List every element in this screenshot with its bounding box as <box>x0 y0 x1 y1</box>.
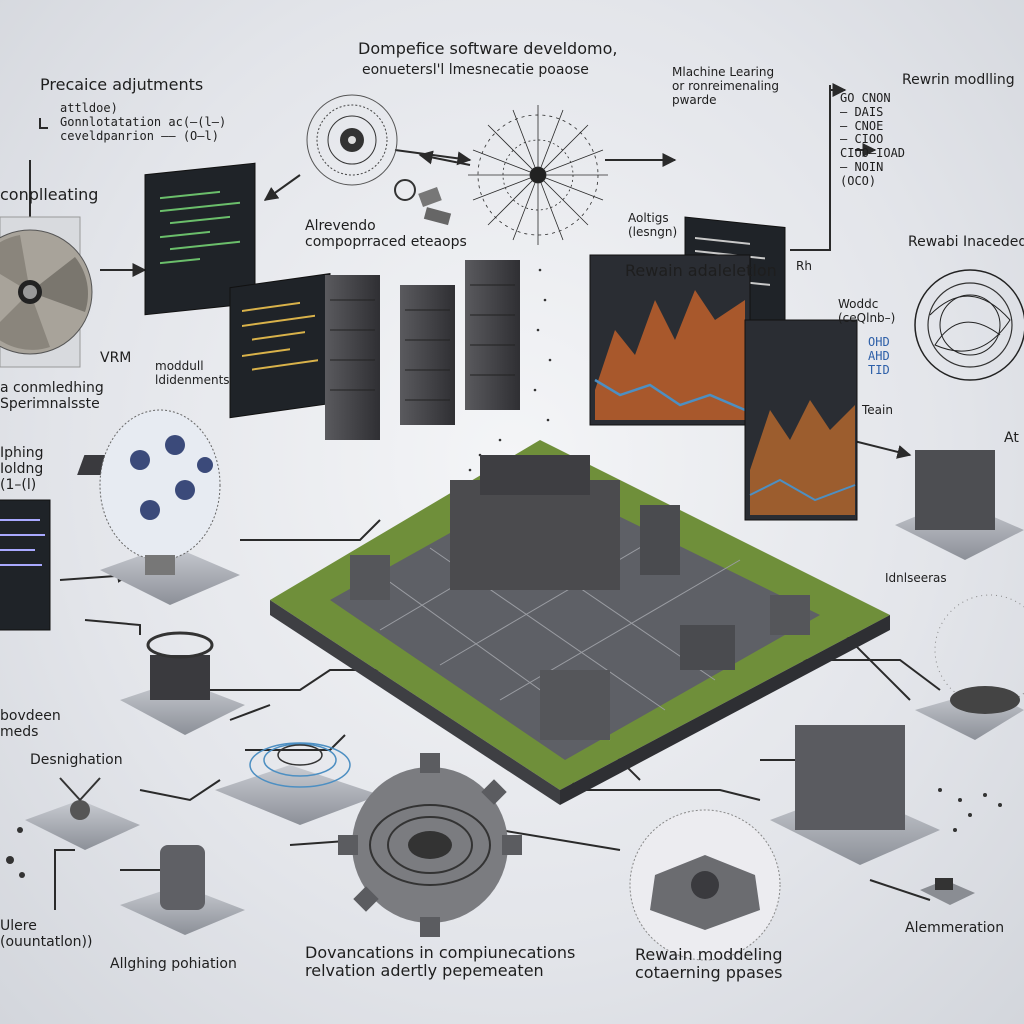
tower-buildings <box>325 260 520 440</box>
small-square-node <box>920 878 975 905</box>
radial-wheel-icon <box>306 94 398 186</box>
label-ml: Mlachine Learing or ronreimenaling pward… <box>672 65 780 107</box>
monitor-code-left <box>0 499 51 631</box>
label-rewain-modeling-top: Rewrin modlling <box>902 72 1015 88</box>
small-parts-icon <box>394 179 452 226</box>
pedestal-block-lower <box>770 725 940 865</box>
gear-sphere-icon <box>629 809 781 961</box>
chart-panel-small <box>744 319 858 521</box>
label-environment: Alrevendo compoprraced eteaops <box>305 218 467 251</box>
label-left-partial: Iphing Ioldng (1–(l) <box>0 445 44 494</box>
label-aligning: Allghing pohiation <box>110 956 237 972</box>
label-teain: Teain <box>862 403 893 417</box>
gear-spiral-icon <box>338 753 522 937</box>
label-adapt: Aoltigs (lesngn) <box>628 211 678 239</box>
label-precise-sub: attldoe) Gonnlotatation ac(–(l–) ceveldp… <box>60 101 227 143</box>
label-right-a: At <box>1004 430 1019 446</box>
label-compiling-mid: a conmledhing Sperimnalsste <box>0 380 104 413</box>
label-alemmeration: Alemmeration <box>905 920 1005 936</box>
sunburst-node-icon <box>468 105 608 245</box>
label-rewain-bottom: Rewain moddeling cotaerning ppases <box>635 945 783 983</box>
title-line-2: eonuetersl'l lmesnecatie poaose <box>362 62 589 78</box>
label-bottom-left: Ulere (ouuntatlon)) <box>0 918 93 951</box>
pedestal-cylinder <box>120 845 245 935</box>
pedestal-sensor <box>25 777 140 850</box>
label-woods: Woddc (ceQlnb–) <box>838 297 896 325</box>
particle-streams <box>6 268 1002 878</box>
pedestal-spiral <box>215 742 380 825</box>
label-vrm: VRM <box>100 350 132 366</box>
label-rewain-inaced: Rewabi Inaceded <box>908 234 1024 250</box>
label-rh: Rh <box>796 259 812 273</box>
label-precise-adjustments: Precaice adjutments <box>40 75 204 94</box>
title-line-1: Dompefice software develdomo, <box>358 39 618 58</box>
label-designation: Desnighation <box>30 752 123 768</box>
label-idnesoros: Idnlseeras <box>885 571 947 585</box>
pedestal-lightbulb <box>99 409 240 605</box>
pedestal-block-right <box>895 450 1024 560</box>
label-rewain-adaptation: Rewain adaleletlon <box>625 261 777 280</box>
label-compiling-top: conplleating <box>0 185 99 204</box>
label-rewain-list: GO CNON – DAIS – CNOE – CIOO CIOO–IOAD –… <box>840 91 906 188</box>
monitor-code-topleft <box>144 162 256 316</box>
label-provided-needs: bovdeen meds <box>0 708 61 741</box>
label-codes: OHD AHD TID <box>868 335 890 377</box>
pedestal-mechanism <box>120 631 245 735</box>
pedestal-particles <box>915 594 1024 740</box>
chart-panel-large <box>589 254 751 426</box>
label-advancements: Dovancations in compiunecations relvatio… <box>305 943 576 981</box>
fan-turbine-icon <box>0 216 93 368</box>
scribble-sphere-icon <box>914 269 1024 381</box>
label-modal-adjustments: moddull ldidenments <box>155 359 230 387</box>
city-platform <box>270 440 890 805</box>
